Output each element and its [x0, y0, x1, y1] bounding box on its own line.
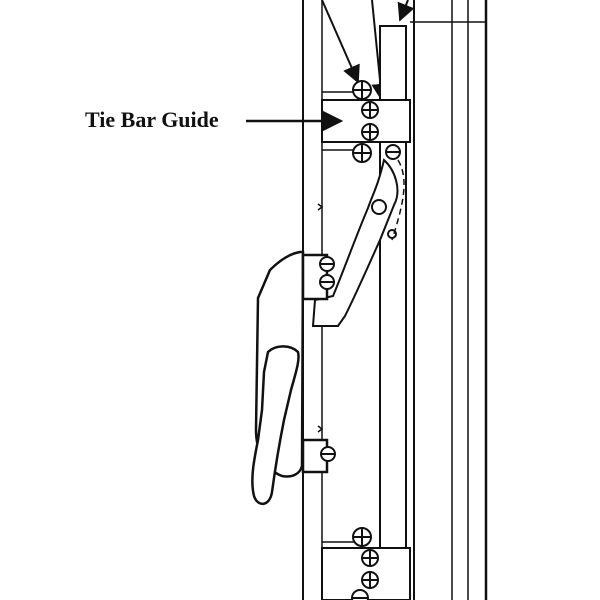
travel-path-dashed [391, 159, 405, 241]
screw-icon [361, 101, 379, 119]
screw-icon [361, 549, 379, 567]
screw-icon [385, 144, 401, 160]
tie-bar-guide-label: Tie Bar Guide [85, 107, 219, 132]
screw-icon [352, 80, 372, 100]
screw-icon [320, 446, 336, 462]
screw-icon [351, 589, 369, 600]
screw-icon [319, 274, 335, 290]
tie-bar-guide-top [321, 80, 411, 163]
screw-icon [361, 123, 379, 141]
screw-icon [352, 143, 372, 163]
keeper-screws [319, 256, 336, 462]
tie-bar-guide-bottom [321, 527, 411, 600]
screw-icon [361, 571, 379, 589]
screw-icon [319, 256, 335, 272]
screw-icon [352, 527, 372, 547]
locking-lever [251, 345, 300, 505]
linkage-arm [311, 158, 399, 327]
frame-notches [317, 203, 324, 433]
